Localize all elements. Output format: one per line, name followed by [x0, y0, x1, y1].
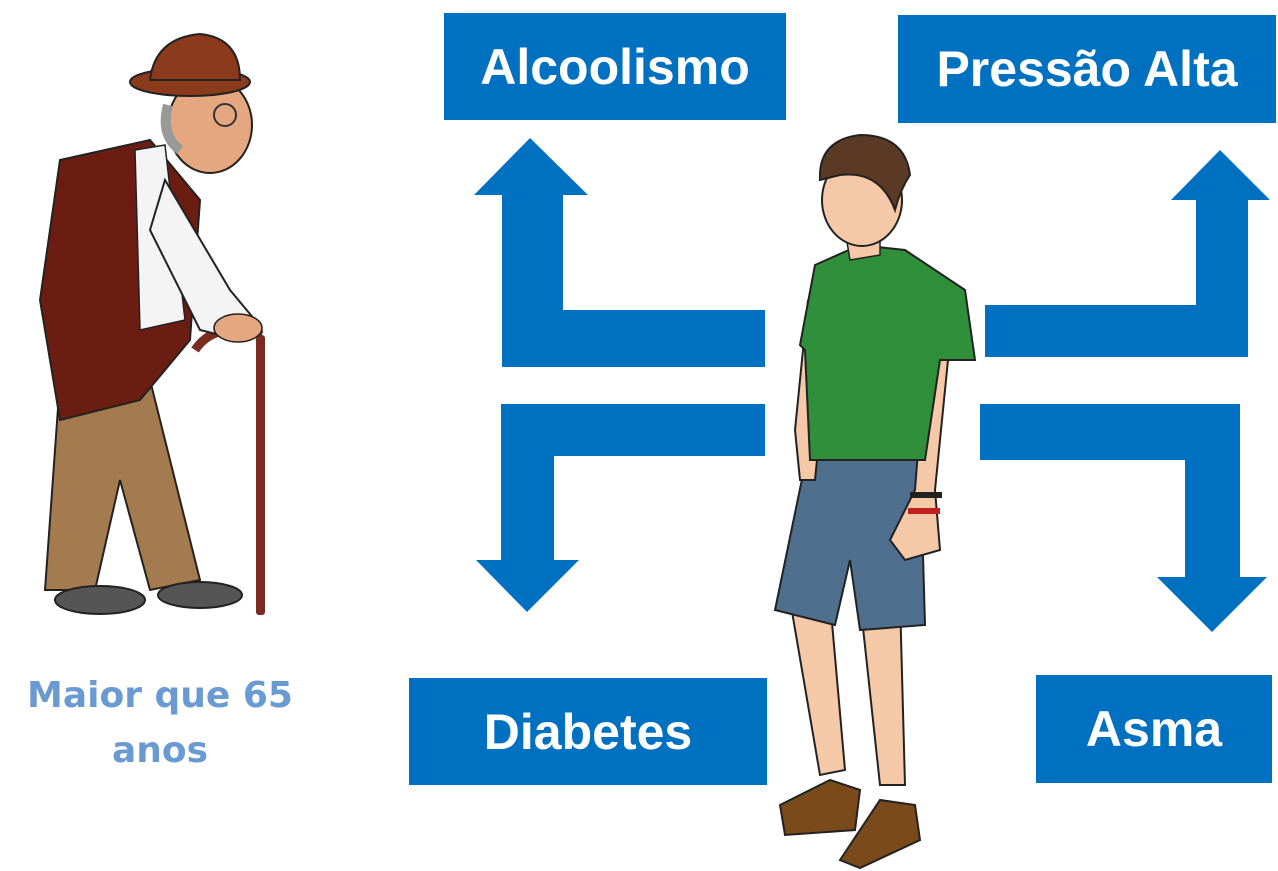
label-asma: Asma [1086, 700, 1222, 758]
age-caption-line1: Maior que 65 [0, 668, 320, 723]
label-box-diabetes: Diabetes [409, 678, 767, 785]
label-box-asma: Asma [1036, 675, 1272, 783]
age-caption: Maior que 65 anos [0, 668, 320, 778]
label-pressao-alta: Pressão Alta [936, 40, 1237, 98]
age-caption-line2: anos [0, 723, 320, 778]
label-diabetes: Diabetes [484, 703, 692, 761]
label-alcoolismo: Alcoolismo [480, 38, 749, 96]
label-box-alcoolismo: Alcoolismo [444, 13, 786, 120]
label-box-pressao-alta: Pressão Alta [898, 15, 1276, 123]
